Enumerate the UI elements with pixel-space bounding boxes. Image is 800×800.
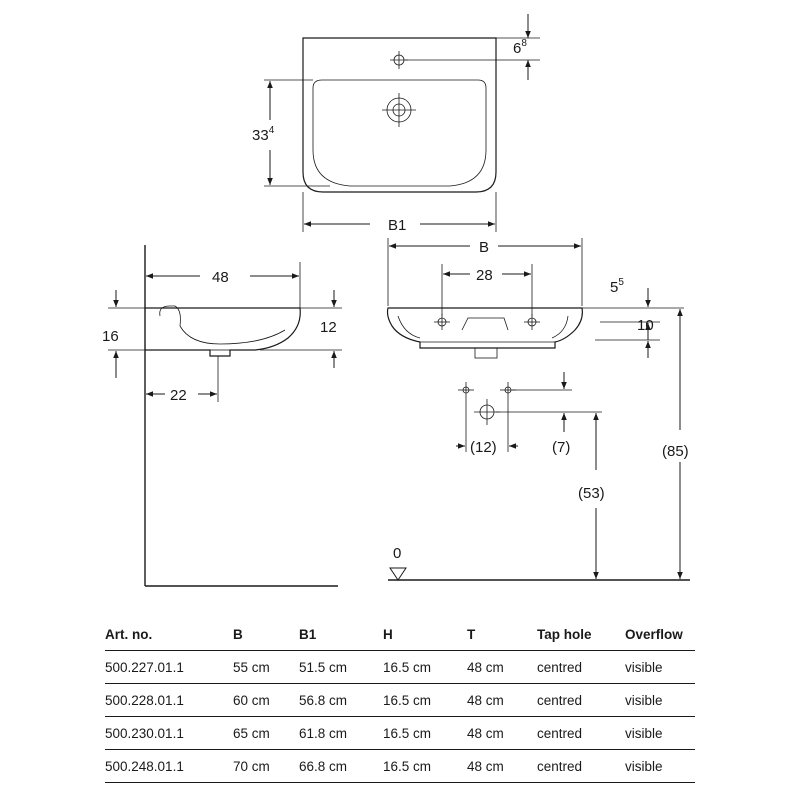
cell-b1: 66.8 cm [299, 749, 383, 783]
cell-overflow: visible [625, 716, 695, 750]
col-header-t: T [467, 618, 537, 651]
cell-h: 16.5 cm [383, 683, 467, 717]
basin-side-outline [145, 307, 301, 357]
table-header-row: Art. no. B B1 H T Tap hole Overflow [105, 618, 695, 651]
cell-tap-hole: centred [537, 749, 625, 783]
side-view: 48 16 12 22 [102, 245, 342, 587]
cell-tap-hole: centred [537, 683, 625, 717]
cell-b: 55 cm [233, 650, 299, 684]
top-view: 68 334 B1 [252, 14, 540, 234]
col-header-b1: B1 [299, 618, 383, 651]
dim-tap-spacing: 28 [476, 267, 493, 284]
fixing-points [458, 382, 516, 425]
dim-fixing-offset: (7) [552, 439, 570, 456]
dim-side-basin: 12 [320, 319, 337, 336]
dim-b1: B1 [388, 217, 406, 234]
table-row: 500.227.01.1 55 cm 51.5 cm 16.5 cm 48 cm… [105, 650, 695, 684]
floor-level-label: 0 [393, 545, 401, 562]
cell-h: 16.5 cm [383, 749, 467, 783]
cell-art-no: 500.248.01.1 [105, 749, 233, 783]
cell-b: 60 cm [233, 683, 299, 717]
dim-tap-offset: 68 [513, 38, 527, 57]
cell-overflow: visible [625, 650, 695, 684]
front-view: B 28 55 10 [386, 238, 690, 581]
cell-b1: 61.8 cm [299, 716, 383, 750]
dim-b: B [479, 239, 489, 256]
cell-overflow: visible [625, 749, 695, 783]
cell-art-no: 500.230.01.1 [105, 716, 233, 750]
waste-outlet [474, 347, 498, 359]
dim-side-height: 16 [102, 328, 119, 345]
cell-t: 48 cm [467, 650, 537, 684]
overflow-hole [382, 93, 416, 127]
table-row: 500.230.01.1 65 cm 61.8 cm 16.5 cm 48 cm… [105, 716, 695, 750]
dim-bowl: 10 [637, 317, 654, 334]
cell-h: 16.5 cm [383, 716, 467, 750]
dim-rim: 55 [610, 277, 624, 296]
table-row: 500.228.01.1 60 cm 56.8 cm 16.5 cm 48 cm… [105, 683, 695, 717]
cell-h: 16.5 cm [383, 650, 467, 684]
cell-overflow: visible [625, 683, 695, 717]
cell-art-no: 500.228.01.1 [105, 683, 233, 717]
dim-side-outlet: 22 [170, 387, 187, 404]
cell-b: 65 cm [233, 716, 299, 750]
cell-b1: 51.5 cm [299, 650, 383, 684]
spec-table: Art. no. B B1 H T Tap hole Overflow 500.… [105, 618, 695, 783]
col-header-h: H [383, 618, 467, 651]
basin-front-outline [386, 307, 583, 349]
dim-side-depth: 48 [212, 269, 229, 286]
cell-art-no: 500.227.01.1 [105, 650, 233, 684]
cell-b: 70 cm [233, 749, 299, 783]
table-row: 500.248.01.1 70 cm 66.8 cm 16.5 cm 48 cm… [105, 749, 695, 783]
cell-tap-hole: centred [537, 650, 625, 684]
basin-top-outline [302, 37, 497, 193]
col-header-b: B [233, 618, 299, 651]
dim-fixing-spacing: (12) [470, 439, 497, 456]
col-header-art-no: Art. no. [105, 618, 233, 651]
dim-top-depth: 334 [252, 125, 275, 144]
cell-t: 48 cm [467, 683, 537, 717]
cell-t: 48 cm [467, 716, 537, 750]
floor-level-marker [389, 567, 407, 581]
col-header-overflow: Overflow [625, 618, 695, 651]
cell-t: 48 cm [467, 749, 537, 783]
technical-drawing: 68 334 B1 48 16 [102, 14, 690, 587]
basin-bowl-outline [312, 79, 487, 187]
tap-fixing-marks [434, 314, 540, 330]
cell-b1: 56.8 cm [299, 683, 383, 717]
dim-rim-height: (85) [662, 443, 689, 460]
cell-tap-hole: centred [537, 716, 625, 750]
col-header-tap-hole: Tap hole [537, 618, 625, 651]
dim-waste-height: (53) [578, 485, 605, 502]
